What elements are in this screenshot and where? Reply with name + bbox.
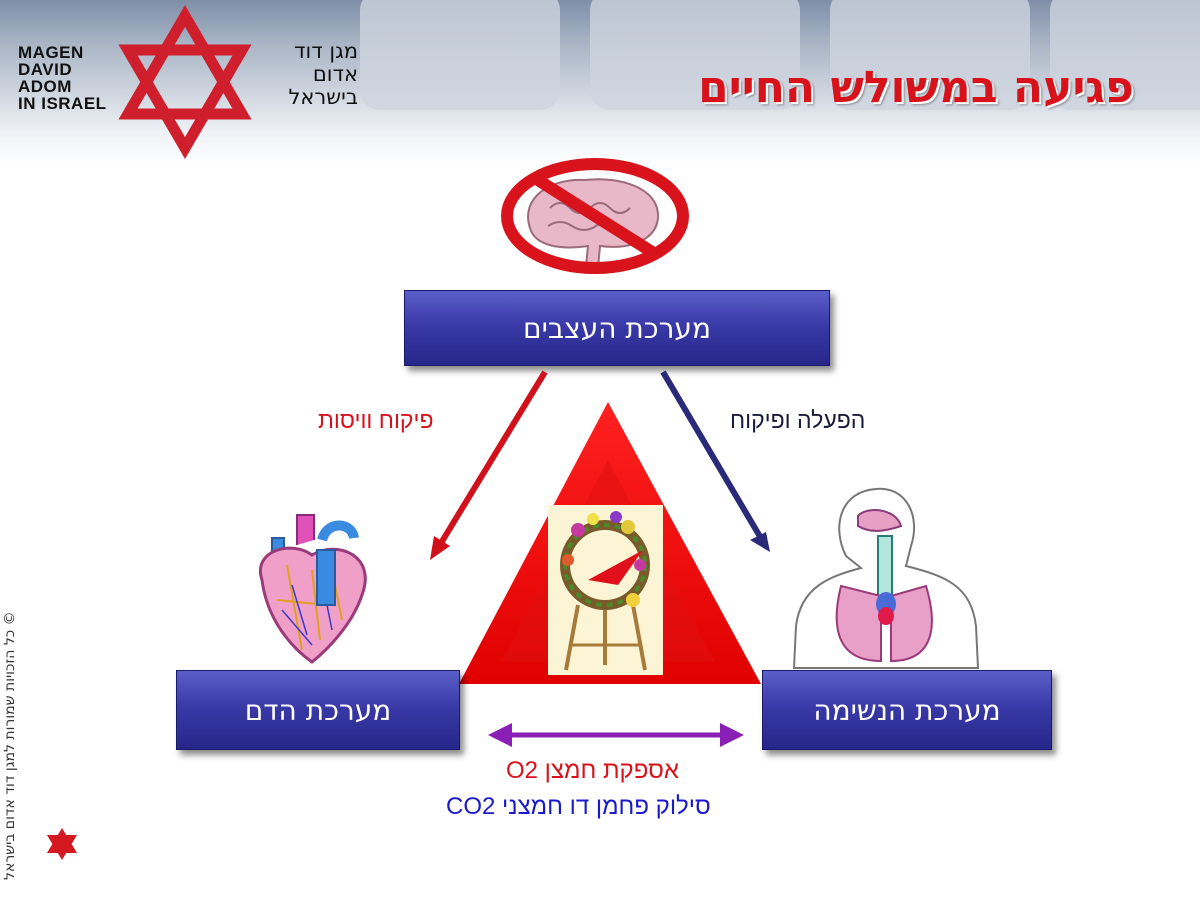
logo-line: מגן דוד [294, 39, 358, 63]
no-brain-icon [501, 158, 689, 274]
co2-removal-label: סילוק פחמן דו חמצני CO2 [446, 793, 711, 820]
logo-line: בישראל [288, 85, 358, 109]
page-title: פגיעה במשולש החיים [698, 62, 1134, 113]
logo-line: IN ISRAEL [18, 94, 107, 113]
ambulance-background [830, 0, 1030, 110]
logo-line: MAGEN [18, 43, 84, 62]
heart-icon [258, 514, 367, 664]
logo-english-text: MAGEN DAVID ADOM IN ISRAEL [18, 44, 128, 112]
gas-exchange-double-arrow [488, 723, 744, 747]
nervous-system-box: מערכת העצבים [404, 290, 830, 366]
logo-hebrew-text: מגן דוד אדום בישראל [258, 40, 358, 109]
logo-line: DAVID [18, 60, 73, 79]
copyright-text: © כל הזכויות שמורות למגן דוד אדום בישראל [2, 611, 18, 880]
header-banner [0, 0, 1200, 165]
respiratory-system-box: מערכת הנשימה [762, 670, 1052, 750]
arrow-label-right: הפעלה ופיקוח [730, 407, 866, 433]
logo-line: ADOM [18, 77, 72, 96]
logo-line: אדום [312, 62, 358, 86]
ambulance-background [1050, 0, 1200, 110]
lungs-torso-icon [792, 487, 980, 669]
ambulance-background [360, 0, 560, 110]
oxygen-supply-label: אספקת חמצן O2 [506, 757, 679, 784]
arrow-label-left: פיקוח וויסות [318, 407, 434, 433]
star-of-david-logo-icon [118, 5, 252, 159]
funeral-wreath-icon [548, 505, 663, 675]
star-of-david-small-icon [47, 828, 77, 860]
ambulance-background [590, 0, 800, 110]
blood-system-box: מערכת הדם [176, 670, 460, 750]
